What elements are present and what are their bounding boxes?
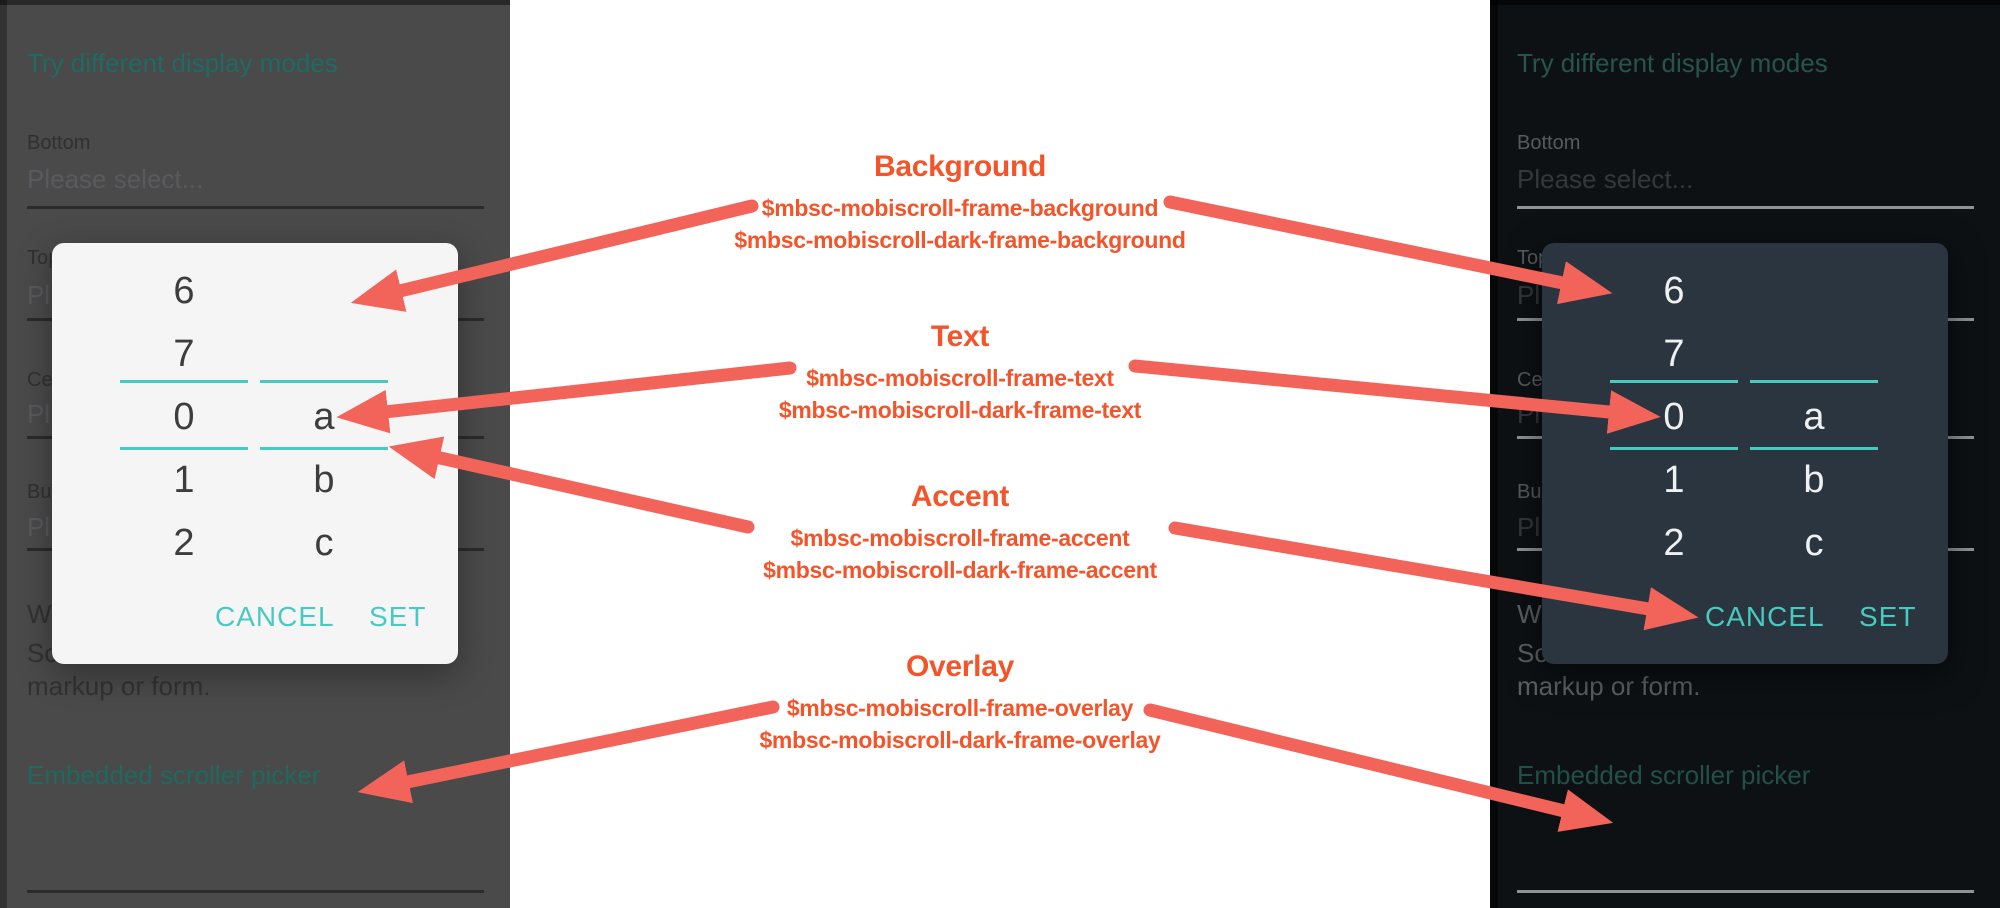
center-field-label: Ce (1517, 369, 1543, 391)
annotation-title: Accent (910, 480, 1010, 513)
bottom-field-label: Bottom (1517, 132, 1581, 154)
annotation-text: Text $mbsc-mobiscroll-frame-text $mbsc-m… (460, 320, 1460, 426)
selection-line (260, 447, 388, 450)
wheel-item[interactable]: 6 (173, 270, 195, 312)
bottom-select-input[interactable]: Please select... (27, 164, 204, 194)
annotation-title: Background (873, 150, 1047, 183)
cancel-button[interactable]: CANCEL (1705, 601, 1825, 632)
embedded-scroller-picker-link[interactable]: Embedded scroller picker (1517, 760, 1811, 790)
wheel-item[interactable]: 7 (1663, 333, 1685, 375)
selection-line (120, 447, 248, 450)
embedded-picker-underline (27, 890, 484, 893)
selection-line (1610, 380, 1738, 383)
wheel-item[interactable]: 7 (173, 333, 195, 375)
letter-wheel[interactable]: a b c (1750, 386, 1878, 575)
wheel-item[interactable]: b (313, 459, 335, 501)
wheel-item[interactable]: b (1803, 459, 1825, 501)
bottom-select-input[interactable]: Please select... (1517, 164, 1694, 194)
input-underline (27, 206, 484, 209)
selection-line (1750, 447, 1878, 450)
wheel-item[interactable]: 2 (1663, 522, 1685, 564)
scss-variable: $mbsc-mobiscroll-frame-accent (790, 525, 1130, 551)
scss-variable: $mbsc-mobiscroll-dark-frame-overlay (759, 727, 1161, 753)
wheel-item-selected[interactable]: 0 (1663, 396, 1685, 438)
variable-annotations: Background $mbsc-mobiscroll-frame-backgr… (460, 0, 1460, 908)
wheel-item[interactable]: 6 (1663, 270, 1685, 312)
scss-variable: $mbsc-mobiscroll-dark-frame-background (734, 227, 1186, 253)
scroller-picker-dialog-light: 6 7 0 1 2 a b c CANCEL SET (52, 243, 458, 664)
number-wheel[interactable]: 6 7 0 1 2 (120, 260, 248, 575)
display-modes-link[interactable]: Try different display modes (27, 48, 338, 78)
annotation-accent: Accent $mbsc-mobiscroll-frame-accent $mb… (460, 480, 1460, 586)
wheel-item-selected[interactable]: a (313, 396, 335, 438)
scss-variable: $mbsc-mobiscroll-frame-background (761, 195, 1159, 221)
embedded-scroller-picker-link[interactable]: Embedded scroller picker (27, 760, 321, 790)
wheel-item[interactable]: c (314, 522, 334, 564)
selection-line (1750, 380, 1878, 383)
annotation-overlay: Overlay $mbsc-mobiscroll-frame-overlay $… (460, 650, 1460, 756)
scss-variable: $mbsc-mobiscroll-dark-frame-text (778, 397, 1142, 423)
light-theme-panel: Try different display modes Bottom Pleas… (0, 0, 510, 908)
description-text: W (1517, 599, 1542, 629)
scss-variable: $mbsc-mobiscroll-frame-text (806, 365, 1114, 391)
center-field-label: Ce (27, 369, 53, 391)
annotation-title: Overlay (906, 650, 1014, 683)
bubble-field-label: Bu (27, 481, 52, 503)
embedded-picker-underline (1517, 890, 1974, 893)
bubble-select-input[interactable]: Pl (1517, 512, 1541, 542)
wheel-item-selected[interactable]: 0 (173, 396, 195, 438)
top-field-label: Top (27, 247, 60, 269)
wheel-item[interactable]: 2 (173, 522, 195, 564)
bottom-field-label: Bottom (27, 132, 91, 154)
cancel-button[interactable]: CANCEL (215, 601, 335, 632)
selection-line (1610, 447, 1738, 450)
letter-wheel[interactable]: a b c (260, 386, 388, 575)
input-underline (1517, 206, 1974, 209)
bubble-select-input[interactable]: Pl (27, 512, 51, 542)
display-modes-link[interactable]: Try different display modes (1517, 48, 1828, 78)
scss-variable: $mbsc-mobiscroll-dark-frame-accent (763, 557, 1157, 583)
wheel-item[interactable]: 1 (1663, 459, 1685, 501)
number-wheel[interactable]: 6 7 0 1 2 (1610, 260, 1738, 575)
selection-line (260, 380, 388, 383)
wheel-item[interactable]: 1 (173, 459, 195, 501)
dark-theme-panel: Try different display modes Bottom Pleas… (1490, 0, 2000, 908)
center-select-input[interactable]: Pl (27, 399, 51, 429)
description-text: markup or form. (1517, 671, 1701, 701)
set-button[interactable]: SET (369, 601, 427, 632)
description-text: markup or form. (27, 671, 211, 701)
selection-line (120, 380, 248, 383)
center-select-input[interactable]: Pl (1517, 399, 1541, 429)
scroller-picker-dialog-dark: 6 7 0 1 2 a b c CANCEL SET (1542, 243, 1948, 664)
top-select-input[interactable]: Pl (27, 280, 51, 310)
description-text: W (27, 599, 52, 629)
wheel-item-selected[interactable]: a (1803, 396, 1825, 438)
top-select-input[interactable]: Pl (1517, 280, 1541, 310)
wheel-item[interactable]: c (1804, 522, 1824, 564)
annotation-title: Text (930, 320, 990, 353)
bubble-field-label: Bu (1517, 481, 1542, 503)
scss-variable: $mbsc-mobiscroll-frame-overlay (786, 695, 1134, 721)
annotation-background: Background $mbsc-mobiscroll-frame-backgr… (460, 150, 1460, 256)
set-button[interactable]: SET (1859, 601, 1917, 632)
